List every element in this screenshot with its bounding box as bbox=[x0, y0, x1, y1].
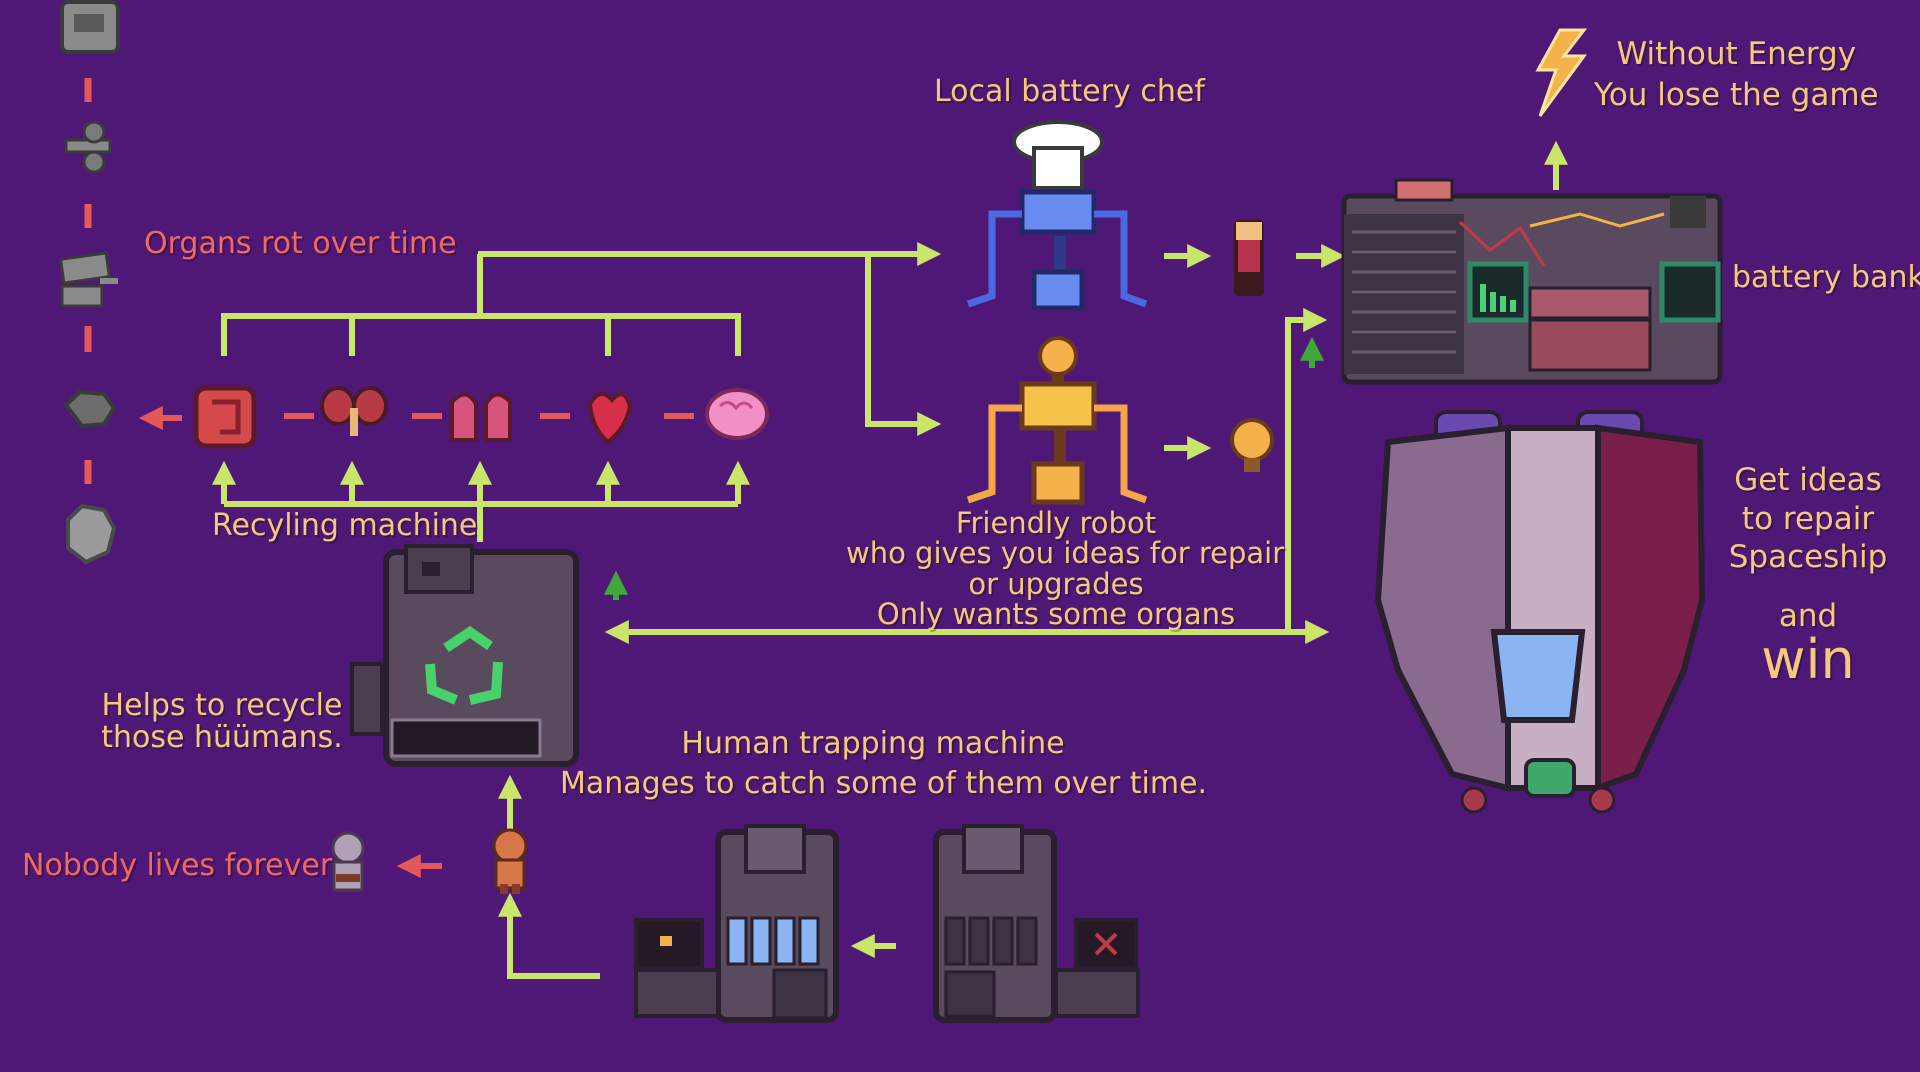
robot-line-4: Only wants some organs bbox=[876, 597, 1236, 632]
trap-machine-active bbox=[634, 824, 839, 1023]
trap-line-1: Human trapping machine bbox=[681, 726, 1065, 761]
trap-machine-label: Human trapping machine Manages to catch … bbox=[560, 726, 1208, 801]
win-condition-label: Get ideas to repair Spaceship and win bbox=[1718, 464, 1898, 689]
battery-bank-machine bbox=[1341, 178, 1723, 385]
battery-bank-label: battery bank bbox=[1732, 260, 1920, 295]
heart-icon bbox=[587, 392, 633, 445]
robot-line-2: who gives you ideas for repair bbox=[846, 536, 1285, 571]
robot-line-3: or upgrades bbox=[968, 566, 1144, 601]
organs-rot-label: Organs rot over time bbox=[144, 226, 457, 261]
spaceship bbox=[1374, 410, 1706, 814]
brain-icon bbox=[705, 388, 769, 440]
organ-row bbox=[193, 385, 769, 449]
ideas-line-2: to repair bbox=[1741, 500, 1875, 537]
recycling-machine-label: Recyling machine bbox=[212, 508, 478, 543]
organ-tree-lines bbox=[221, 242, 942, 436]
friendly-robot-label: Friendly robot who gives you ideas for r… bbox=[846, 506, 1285, 632]
broken-bones-icon bbox=[58, 251, 118, 308]
liver-icon bbox=[193, 385, 257, 449]
energy-warning: Without Energy You lose the game bbox=[1594, 38, 1879, 111]
dead-human-figure bbox=[331, 831, 365, 892]
robot-line-1: Friendly robot bbox=[955, 506, 1157, 540]
nobody-lives-label: Nobody lives forever bbox=[22, 848, 333, 883]
helps-line-1: Helps to recycle bbox=[101, 688, 343, 723]
friendly-robot bbox=[966, 336, 1148, 505]
kidneys-icon bbox=[320, 386, 388, 436]
chef-label: Local battery chef bbox=[934, 74, 1205, 109]
rotten-organ-icon bbox=[63, 389, 117, 429]
recycle-tree-lines bbox=[212, 460, 750, 542]
lightning-icon bbox=[1535, 28, 1588, 117]
lungs-icon bbox=[450, 392, 512, 442]
dust-icon bbox=[66, 503, 117, 565]
chef-hat-icon bbox=[1012, 120, 1104, 190]
and-label: and bbox=[1778, 597, 1838, 634]
chef-robot bbox=[966, 120, 1148, 311]
energy-line-1: Without Energy bbox=[1616, 36, 1857, 72]
energy-line-2: You lose the game bbox=[1594, 76, 1879, 113]
trap-output-arrow bbox=[498, 892, 600, 979]
skull-icon bbox=[60, 0, 120, 54]
recycling-machine bbox=[350, 544, 579, 767]
helps-recycle-label: Helps to recycle those hüümans. bbox=[100, 690, 344, 753]
battery-icon bbox=[1234, 220, 1264, 296]
ideas-line-1: Get ideas bbox=[1734, 462, 1882, 498]
trap-line-2: Manages to catch some of them over time. bbox=[560, 765, 1208, 801]
lightbulb-icon bbox=[1230, 418, 1274, 472]
decay-chain bbox=[58, 0, 120, 565]
trap-machine-idle bbox=[933, 824, 1140, 1023]
recycle-icon bbox=[425, 625, 503, 705]
bone-icon bbox=[64, 120, 112, 174]
helps-line-2: those hüümans. bbox=[101, 719, 343, 755]
return-lines bbox=[604, 308, 1330, 644]
win-label: win bbox=[1761, 628, 1855, 692]
ideas-line-3: Spaceship bbox=[1728, 539, 1888, 576]
human-figure bbox=[492, 828, 528, 894]
